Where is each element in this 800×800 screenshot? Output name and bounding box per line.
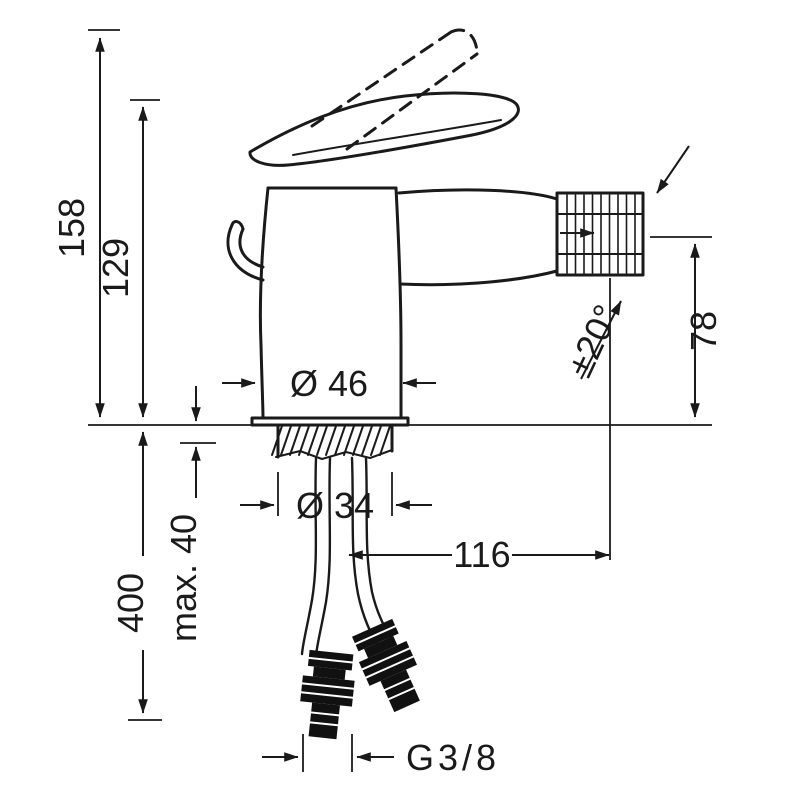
body-left-edge xyxy=(258,186,270,420)
body-right-edge xyxy=(394,186,403,420)
dim-thread-label: G3/8 xyxy=(406,737,500,778)
dim-shank-diameter-label: Ø 34 xyxy=(296,485,374,526)
handle-lever xyxy=(248,91,520,167)
thread-hatch xyxy=(271,425,391,456)
dim-body-height-label: 129 xyxy=(95,238,136,298)
dim-base-diameter-label: Ø 46 xyxy=(290,363,368,404)
base-flange xyxy=(250,416,410,427)
spray-head xyxy=(555,191,645,277)
dim-overall-height-label: 158 xyxy=(51,198,92,258)
dim-swivel-upper-arrow xyxy=(656,145,690,194)
spout-top-edge xyxy=(397,188,559,201)
dimension-labels: 158 129 max. 40 400 Ø 46 Ø 34 116 78 ±20… xyxy=(51,198,724,778)
hose-connector-right xyxy=(352,618,420,713)
threaded-shank xyxy=(271,423,394,460)
dim-max-thickness-label: max. 40 xyxy=(163,514,204,642)
spout-bottom-edge xyxy=(398,269,559,287)
handle-raised-dashed xyxy=(310,28,479,151)
faucet-outline xyxy=(226,28,645,740)
thread-bottom-edge xyxy=(275,449,393,460)
dim-hose-length-label: 400 xyxy=(110,573,151,633)
extension-lines xyxy=(88,29,712,772)
dimension-lines xyxy=(88,29,712,772)
hose-connector-left xyxy=(300,649,355,740)
dim-swivel-angle-label: ±20° xyxy=(558,298,627,383)
pop-up-rod-lever xyxy=(226,220,265,282)
dim-reach-label: 116 xyxy=(453,534,510,575)
dim-outlet-height-label: 78 xyxy=(683,311,724,351)
dim-swivel-lower-arrow xyxy=(580,300,622,380)
handle-crease xyxy=(292,119,502,156)
